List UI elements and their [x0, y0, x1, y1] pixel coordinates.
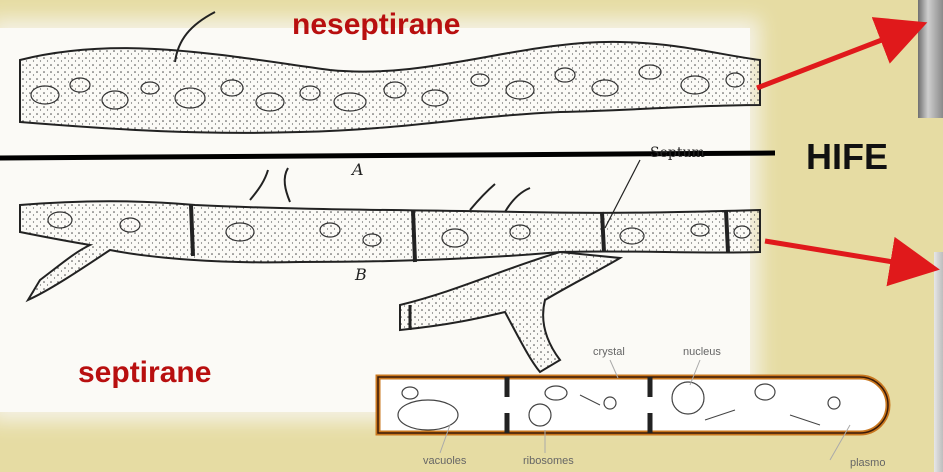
- arrow-to-top-photo: [757, 26, 918, 88]
- crystal-label: crystal: [593, 346, 625, 358]
- nonseptate-title: neseptirane: [292, 8, 460, 42]
- vacuoles-label: vacuoles: [423, 455, 466, 467]
- hyphae-label: HIFE: [806, 136, 888, 178]
- septum-label: Septum: [650, 145, 705, 161]
- nucleus-label: nucleus: [683, 346, 721, 358]
- ribosomes-label: ribosomes: [523, 455, 574, 467]
- figure-letter-b: B: [355, 265, 367, 284]
- figure-letter-a: A: [352, 160, 364, 179]
- plasmo-label: plasmo: [850, 457, 885, 469]
- septate-hypha: [20, 160, 760, 372]
- arrow-to-bottom-photo: [765, 241, 930, 268]
- septate-cell-diagram: [378, 360, 888, 460]
- septate-title: septirane: [78, 356, 211, 390]
